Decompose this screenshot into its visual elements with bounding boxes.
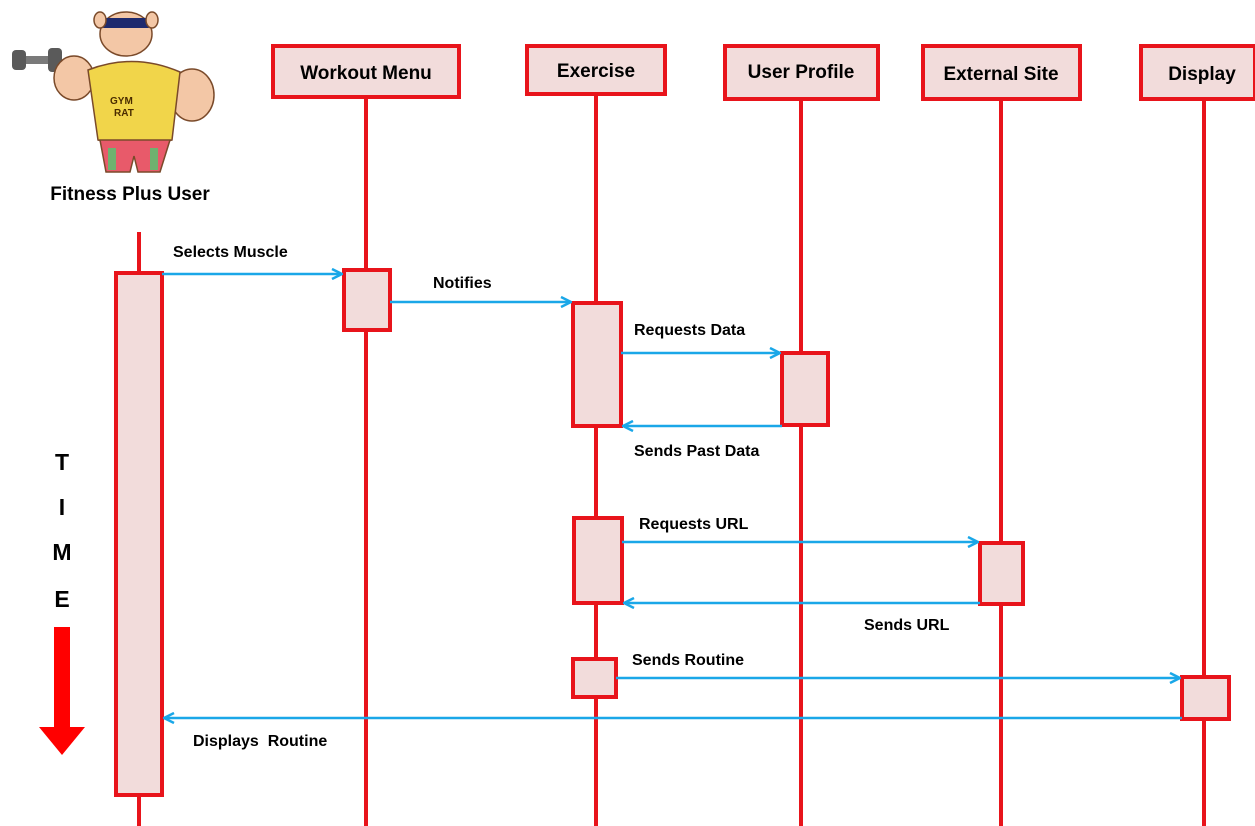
participant-workout-menu: Workout Menu: [271, 44, 461, 99]
activations: [114, 268, 1231, 797]
message-arrows: [162, 274, 1182, 718]
message-label: Selects Muscle: [173, 244, 288, 261]
activation-exercise-1: [571, 301, 623, 428]
participant-external-site: External Site: [921, 44, 1082, 101]
activation-external-site: [978, 541, 1025, 606]
time-letter: T: [55, 449, 69, 475]
message-label: Sends Routine: [632, 652, 744, 669]
down-arrow-icon: [39, 627, 85, 755]
activation-workout-menu: [342, 268, 392, 332]
participant-label: User Profile: [748, 62, 855, 83]
message-label: Requests Data: [634, 322, 745, 339]
actor-badge-line2: RAT: [114, 108, 134, 119]
participant-exercise: Exercise: [525, 44, 667, 96]
gym-rat-icon: GYM RAT: [12, 11, 215, 173]
lifelines: [137, 94, 1206, 826]
message-label: Sends Past Data: [634, 443, 759, 460]
message-labels: Selects Muscle Notifies Requests Data Se…: [173, 244, 950, 750]
participant-user-profile: User Profile: [723, 44, 880, 101]
activation-exercise-3: [571, 657, 618, 699]
participant-headers: Workout Menu Exercise User Profile Exter…: [271, 44, 1255, 101]
time-letter: I: [59, 494, 65, 520]
message-label: Displays Routine: [193, 733, 327, 750]
participant-label: Workout Menu: [300, 63, 432, 84]
time-letter: E: [54, 586, 69, 612]
participant-label: Display: [1168, 64, 1236, 85]
activation-exercise-2: [572, 516, 624, 605]
actor-badge-line1: GYM: [110, 96, 133, 107]
activation-display: [1180, 675, 1231, 721]
actor-label: Fitness Plus User: [50, 184, 210, 205]
participant-display: Display: [1139, 44, 1255, 101]
message-label: Requests URL: [639, 516, 749, 533]
message-label: Notifies: [433, 275, 492, 292]
time-axis: T I M E: [39, 449, 85, 755]
activation-user: [114, 271, 164, 797]
time-letter: M: [52, 539, 71, 565]
participant-label: External Site: [943, 64, 1058, 85]
message-label: Sends URL: [864, 617, 950, 634]
participant-label: Exercise: [557, 61, 635, 82]
activation-user-profile: [780, 351, 830, 427]
